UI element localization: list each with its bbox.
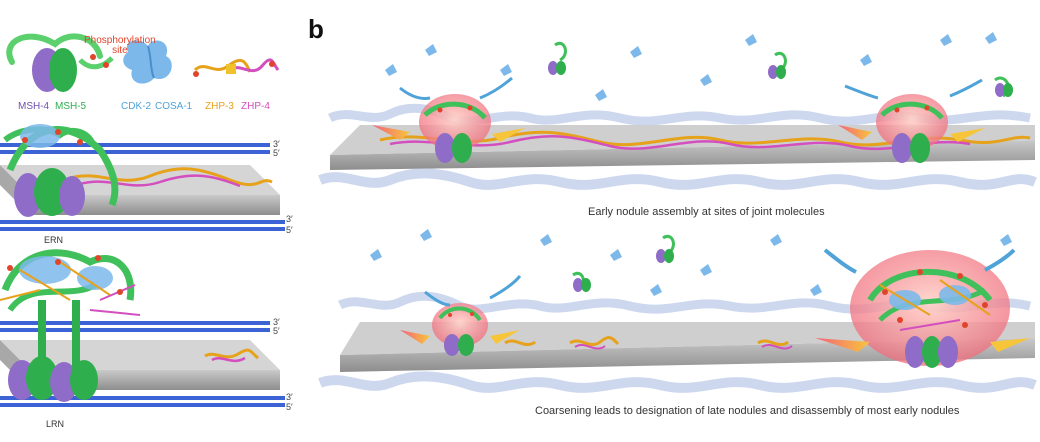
ern-protein-complex [3, 124, 119, 217]
legend-msh4-label: MSH-4 [18, 101, 50, 112]
b-top-nodule-left [372, 94, 525, 163]
lrn-lower-5prime: 5′ [286, 402, 293, 412]
lrn-protein-complex [0, 249, 141, 402]
legend-zhp3-zhp4-icon [193, 58, 280, 77]
b-bottom-free-proteins [370, 229, 1016, 307]
legend-msh4-msh5-icon [6, 33, 114, 92]
lrn-label: LRN [46, 419, 65, 429]
legend-msh5-label: MSH-5 [55, 101, 87, 112]
ern-zhp-fibers [69, 167, 273, 188]
ern-upper-5prime: 5′ [273, 148, 280, 158]
b-bottom-zhp-fragments [504, 336, 793, 350]
legend-cdk2-label: CDK-2 [121, 101, 152, 112]
legend-cosa1-label: COSA-1 [155, 101, 193, 112]
ern-lower-3prime: 3′ [286, 214, 293, 224]
legend-zhp4-label: ZHP-4 [241, 101, 270, 112]
ern-label: ERN [44, 235, 64, 245]
caption-bottom: Coarsening leads to designation of late … [535, 405, 960, 417]
lrn-zhp-fragment [204, 348, 259, 363]
ern-dna-lower-strands [0, 220, 285, 231]
b-bottom-chromatin-loops-lower [318, 371, 1037, 393]
lrn-lower-3prime: 3′ [286, 392, 293, 402]
legend-cdk2-cosa1-icon [123, 40, 172, 84]
lrn-upper-5prime: 5′ [273, 326, 280, 336]
ern-lower-5prime: 5′ [286, 225, 293, 235]
caption-top: Early nodule assembly at sites of joint … [588, 206, 825, 218]
b-bottom-nodule-small [400, 303, 520, 356]
b-top-free-proteins [385, 32, 1013, 101]
legend-zhp3-label: ZHP-3 [205, 101, 234, 112]
legend-phosphorylation-label: Phosphorylation site [84, 35, 156, 56]
ern-upper-3prime: 3′ [273, 139, 280, 149]
b-top-chromatin-loops-lower [318, 168, 1037, 190]
panel-b-letter: b [308, 14, 324, 44]
b-top-nodule-right [838, 94, 985, 163]
b-bottom-nodule-large [815, 250, 1030, 368]
lrn-upper-3prime: 3′ [273, 317, 280, 327]
